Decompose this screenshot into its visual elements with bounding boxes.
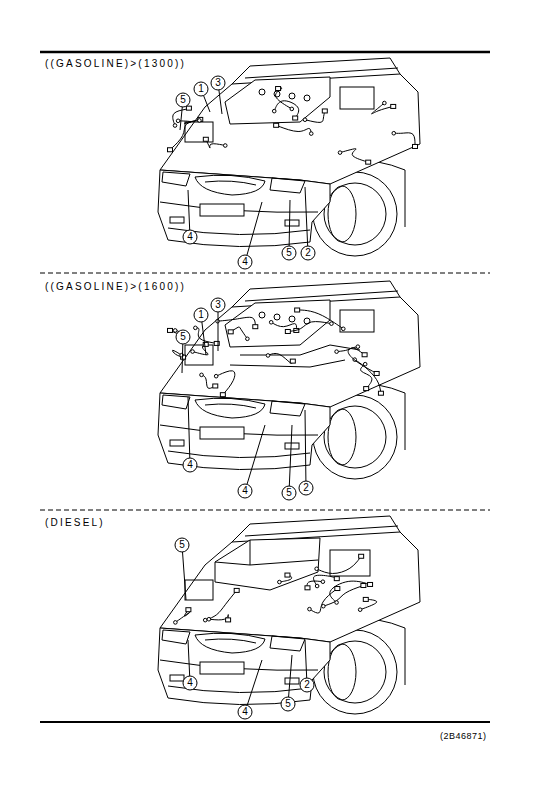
- callout-circle: [238, 255, 252, 269]
- leader-line: [204, 96, 210, 112]
- section-title: ((GASOLINE)>(1600)): [45, 282, 186, 292]
- callout-circle: [282, 486, 296, 500]
- callout-circle: [299, 481, 313, 495]
- callout-circle: [238, 484, 252, 498]
- callout-circle: [211, 76, 225, 90]
- leader-line: [247, 202, 262, 255]
- callout-number: 4: [187, 232, 193, 242]
- callout-number: 4: [242, 486, 248, 496]
- callout-circle: [194, 82, 208, 96]
- leader-line: [188, 640, 190, 676]
- callout-circle: [176, 330, 190, 344]
- leader-line: [247, 425, 265, 484]
- callout-number: 4: [242, 257, 248, 267]
- leader-line: [305, 640, 307, 678]
- leader-line: [305, 187, 308, 246]
- callout-number: 2: [305, 248, 311, 258]
- callout-circle: [281, 697, 295, 711]
- leader-line: [188, 190, 190, 230]
- callout-number: 5: [286, 248, 292, 258]
- section-title: (DIESEL): [45, 518, 105, 528]
- callout-circle: [238, 705, 252, 719]
- leader-line: [182, 344, 184, 373]
- callout-number: 1: [198, 310, 204, 320]
- leader-line: [289, 425, 292, 486]
- callout-number: 5: [179, 540, 185, 550]
- callout-circle: [282, 246, 296, 260]
- leader-line: [202, 322, 206, 355]
- vehicle-front-view: [158, 281, 420, 479]
- callout-circle: [300, 678, 314, 692]
- callout-number: 4: [187, 460, 193, 470]
- callout-circle: [301, 246, 315, 260]
- callout-circle: [194, 308, 208, 322]
- vehicle-front-view: [158, 58, 420, 256]
- callout-circle: [176, 93, 190, 107]
- callout-number: 3: [215, 78, 221, 88]
- callout-number: 5: [180, 95, 186, 105]
- leader-line: [188, 397, 190, 458]
- leader-line: [219, 90, 222, 114]
- leader-line: [218, 312, 219, 351]
- callout-circle: [183, 458, 197, 472]
- callout-number: 4: [187, 678, 193, 688]
- callout-number: 2: [303, 483, 309, 493]
- section-title: ((GASOLINE)>(1300)): [45, 59, 186, 69]
- callout-number: 4: [242, 707, 248, 717]
- callout-number: 5: [180, 332, 186, 342]
- leader-line: [289, 655, 292, 697]
- callout-circle: [183, 676, 197, 690]
- leader-line: [183, 552, 186, 600]
- callout-number: 3: [215, 300, 221, 310]
- callout-number: 1: [198, 84, 204, 94]
- leader-line: [247, 660, 262, 705]
- callout-number: 5: [286, 488, 292, 498]
- vehicle-front-view: [158, 516, 420, 714]
- figure-code: (2B46871): [440, 732, 487, 741]
- frame-line: [40, 721, 490, 723]
- callout-circle: [175, 538, 189, 552]
- callout-circle: [211, 298, 225, 312]
- leader-line: [289, 200, 291, 246]
- leader-line: [305, 410, 307, 481]
- leader-line: [180, 107, 182, 130]
- callout-number: 5: [285, 699, 291, 709]
- section-divider: [40, 273, 490, 274]
- callout-circle: [183, 230, 197, 244]
- callout-number: 2: [304, 680, 310, 690]
- frame-line: [40, 51, 490, 54]
- section-divider: [40, 510, 490, 511]
